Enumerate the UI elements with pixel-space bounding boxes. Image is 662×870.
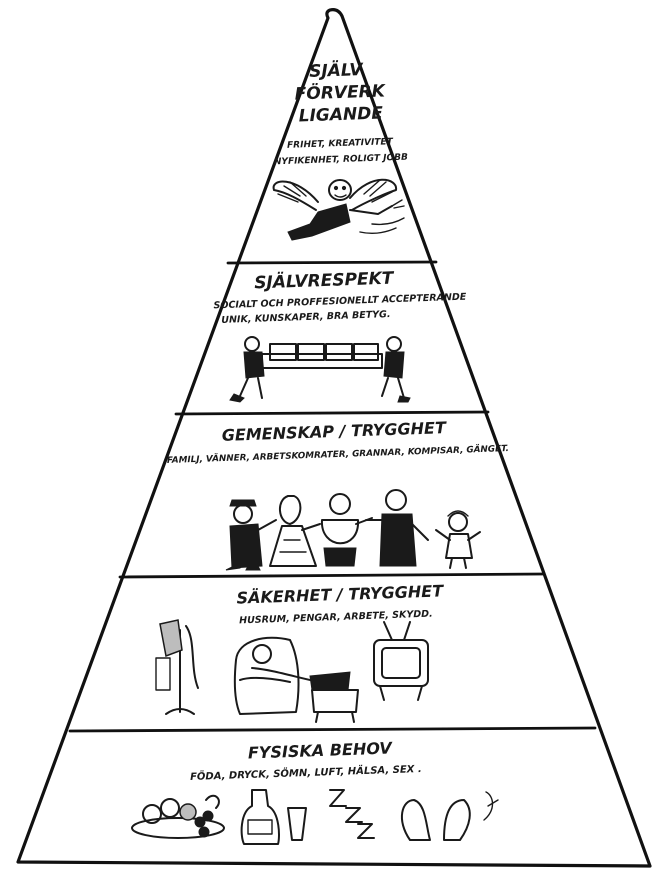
- divider-3: [118, 572, 545, 579]
- level-1-sub-line-2: NYFIKENHET, ROLIGT JOBB: [274, 153, 408, 168]
- level-self-actualization: SJÄLV FÖRVERK LIGANDE FRIHET, KREATIVITE…: [272, 58, 408, 241]
- divider-1: [226, 260, 438, 265]
- group-of-people-icon: [225, 489, 481, 571]
- divider-2: [174, 410, 490, 416]
- level-1-title-line-3: LIGANDE: [298, 104, 383, 127]
- flying-angel-icon: [272, 178, 405, 241]
- level-1-sub-line-1: FRIHET, KREATIVITET: [287, 137, 394, 151]
- men-carrying-sofa-icon: [229, 336, 411, 403]
- level-esteem: SJÄLVRESPEKT SOCIALT OCH PROFFESIONELLT …: [213, 267, 467, 403]
- home-comfort-icon: [155, 619, 429, 723]
- level-1-title-line-1: SJÄLV: [309, 58, 365, 82]
- level-1-title-line-2: FÖRVERK: [294, 79, 387, 104]
- divider-4: [68, 726, 597, 733]
- food-drink-sleep-icon: [131, 789, 499, 845]
